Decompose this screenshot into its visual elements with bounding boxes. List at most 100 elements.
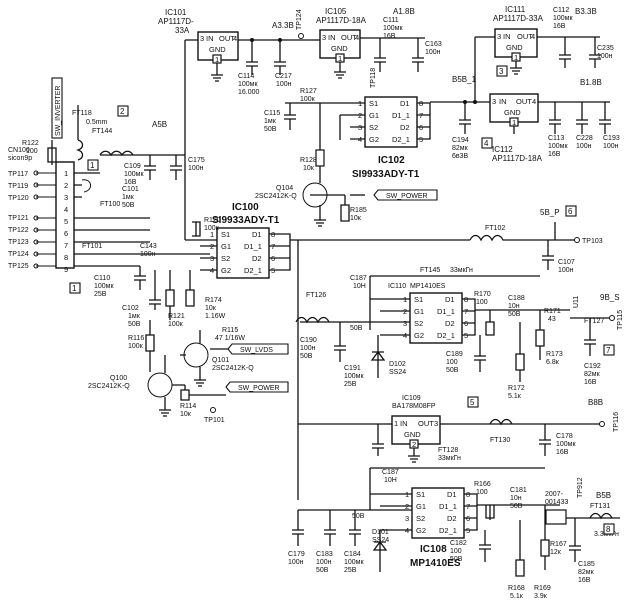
svg-text:1мк: 1мк [264, 118, 277, 125]
svg-text:BA178M08FP: BA178M08FP [392, 403, 436, 410]
svg-text:12к: 12к [550, 549, 562, 556]
svg-text:TP122: TP122 [8, 227, 29, 234]
svg-text:C189: C189 [446, 351, 463, 358]
svg-text:TP124: TP124 [8, 251, 29, 258]
svg-text:D2: D2 [447, 514, 457, 523]
svg-text:C102: C102 [122, 305, 139, 312]
svg-text:33мкГн: 33мкГн [438, 455, 461, 462]
svg-text:43: 43 [548, 316, 556, 323]
svg-text:IC109: IC109 [402, 395, 421, 402]
svg-text:6.8к: 6.8к [546, 359, 560, 366]
svg-text:100к: 100к [300, 96, 316, 103]
svg-text:FT130: FT130 [490, 437, 510, 444]
svg-text:001433: 001433 [545, 499, 568, 506]
svg-text:D1_1: D1_1 [392, 111, 410, 120]
svg-text:IC110: IC110 [388, 283, 406, 290]
svg-text:C187: C187 [382, 469, 399, 476]
svg-text:TP121: TP121 [8, 215, 29, 222]
svg-text:C101: C101 [122, 186, 139, 193]
svg-text:50В: 50В [350, 325, 363, 332]
svg-text:B5B: B5B [596, 491, 611, 500]
svg-text:C193: C193 [603, 135, 620, 142]
svg-text:S1: S1 [221, 230, 230, 239]
svg-text:D102: D102 [389, 361, 406, 368]
svg-text:100мк: 100мк [344, 559, 364, 566]
svg-text:100н: 100н [603, 143, 619, 150]
svg-text:100н: 100н [188, 165, 204, 172]
svg-text:100мк: 100мк [344, 373, 364, 380]
svg-text:C163: C163 [425, 41, 442, 48]
svg-text:R122: R122 [22, 140, 39, 147]
svg-text:GND: GND [504, 108, 521, 117]
svg-text:A1.8B: A1.8B [393, 7, 415, 16]
svg-text:SS24: SS24 [389, 369, 406, 376]
svg-text:TP118: TP118 [370, 68, 377, 88]
svg-text:D2_1: D2_1 [244, 266, 262, 275]
svg-text:82мк: 82мк [578, 569, 595, 576]
svg-text:C192: C192 [584, 363, 601, 370]
svg-text:OUT: OUT [418, 419, 434, 428]
svg-text:3: 3 [64, 193, 68, 202]
svg-text:B3.3B: B3.3B [575, 7, 597, 16]
svg-text:GND: GND [506, 43, 523, 52]
svg-text:10н: 10н [510, 495, 522, 502]
svg-text:G1: G1 [416, 502, 426, 511]
net-a33b: A3.3B [272, 21, 294, 30]
svg-text:50В: 50В [446, 367, 459, 374]
net-sw-inverter: SW_INVERTER [55, 86, 62, 136]
svg-text:D2_1: D2_1 [392, 135, 410, 144]
svg-text:R168: R168 [508, 585, 525, 592]
svg-text:100н: 100н [576, 143, 592, 150]
svg-text:3: 3 [499, 67, 504, 76]
svg-text:C109: C109 [124, 163, 141, 170]
svg-text:16В: 16В [124, 179, 137, 186]
svg-text:3: 3 [434, 419, 438, 428]
svg-text:IC100: IC100 [232, 202, 259, 213]
svg-text:16В: 16В [578, 577, 591, 584]
ic101: IC101 AP1117D- 33A 3 IN OUT 4 GND 1 [158, 8, 239, 64]
svg-text:AP1117D-18A: AP1117D-18A [492, 154, 543, 163]
svg-text:50В: 50В [510, 503, 523, 510]
svg-text:S2: S2 [416, 514, 425, 523]
svg-text:TP124: TP124 [296, 9, 303, 30]
svg-text:FT144: FT144 [92, 128, 112, 135]
svg-text:G1: G1 [414, 307, 424, 316]
svg-text:47 1/16W: 47 1/16W [215, 335, 245, 342]
svg-text:D2: D2 [400, 123, 410, 132]
svg-text:B5B_1: B5B_1 [452, 75, 477, 84]
svg-text:5.1к: 5.1к [510, 593, 524, 600]
svg-text:B8B: B8B [588, 398, 603, 407]
svg-text:R121: R121 [168, 313, 185, 320]
svg-text:GND: GND [404, 430, 421, 439]
svg-text:3: 3 [403, 319, 407, 328]
svg-text:TP115: TP115 [617, 310, 624, 330]
svg-text:D1: D1 [445, 295, 455, 304]
svg-text:SS24: SS24 [372, 537, 389, 544]
svg-text:IN: IN [503, 32, 511, 41]
svg-text:IN: IN [206, 34, 214, 43]
svg-text:D1_1: D1_1 [439, 502, 457, 511]
svg-text:C194: C194 [452, 137, 469, 144]
svg-text:C143: C143 [140, 243, 157, 250]
svg-text:IC108: IC108 [420, 544, 447, 555]
svg-text:0.5mm: 0.5mm [86, 119, 108, 126]
svg-text:SI9933ADY-T1: SI9933ADY-T1 [212, 215, 280, 226]
svg-text:G1: G1 [369, 111, 379, 120]
svg-text:50В: 50В [128, 321, 141, 328]
svg-text:33мкГн: 33мкГн [450, 267, 473, 274]
tp-labels-left: TP117 TP119 TP120 TP121 TP122 TP123 TP12… [8, 171, 29, 270]
svg-text:1мк: 1мк [128, 313, 141, 320]
svg-text:D2: D2 [445, 319, 455, 328]
svg-text:OUT: OUT [517, 32, 533, 41]
svg-text:3: 3 [322, 33, 326, 42]
svg-text:100к: 100к [204, 225, 220, 232]
svg-text:10к: 10к [303, 165, 315, 172]
svg-text:8: 8 [606, 525, 611, 534]
svg-text:5B_P: 5B_P [540, 208, 560, 217]
svg-text:R128: R128 [300, 157, 317, 164]
svg-text:1.16W: 1.16W [205, 313, 226, 320]
svg-text:C178: C178 [556, 433, 573, 440]
svg-text:G2: G2 [221, 266, 231, 275]
svg-text:C188: C188 [508, 295, 525, 302]
svg-text:R170: R170 [474, 291, 491, 298]
